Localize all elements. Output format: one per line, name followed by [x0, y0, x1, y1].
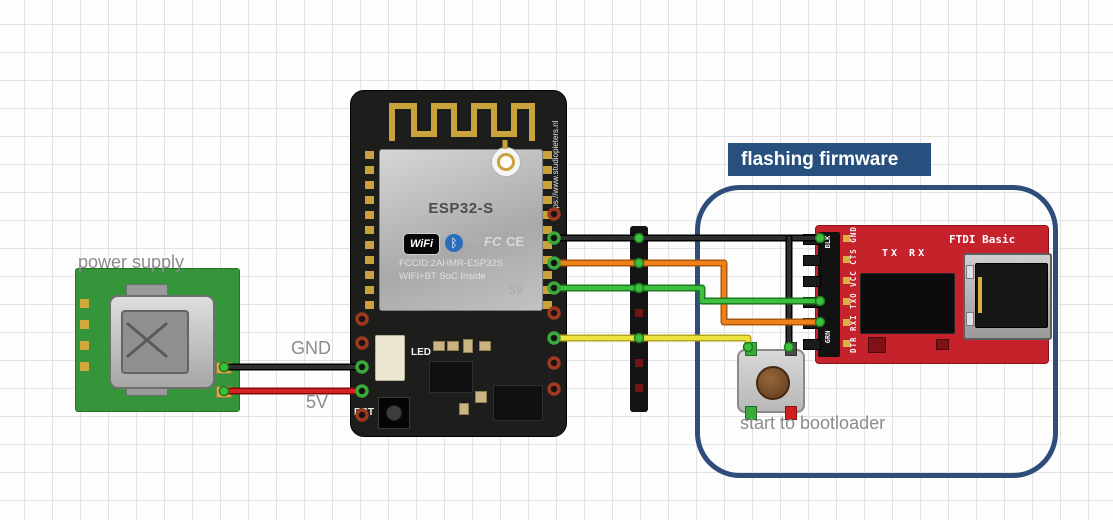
smd-component — [475, 391, 487, 403]
ftdi-usb-connector — [963, 253, 1052, 340]
ce-mark: CE — [506, 234, 525, 249]
reset-button-cap — [386, 405, 402, 421]
ftdi-gold-pad — [843, 319, 850, 326]
led-label: LED — [411, 347, 431, 358]
ftdi-gold-pad — [843, 256, 850, 263]
ftdi-pin — [803, 297, 821, 308]
camera-socket-component — [375, 335, 405, 381]
mini-usb-connector — [109, 295, 215, 389]
smd-component — [433, 341, 445, 351]
pin-label-5v-a: 5V — [468, 236, 482, 248]
ftdi-led — [868, 337, 886, 353]
power-supply-label: power supply — [78, 252, 185, 272]
solder-pad — [216, 386, 232, 398]
header-pin-hole — [635, 259, 643, 267]
button-leg — [785, 342, 797, 356]
button-leg-green — [745, 406, 757, 420]
ftdi-pin-labels: DTR RXI TXO VCC CTS GND — [849, 226, 858, 353]
power-supply-board — [75, 268, 240, 412]
fccid-line2: WIFI+BT SoC Inside — [399, 271, 486, 282]
flashing-firmware-frame — [695, 185, 1058, 478]
fcc-mark: FC — [484, 234, 502, 249]
module-castellations-left — [365, 151, 374, 309]
header-pin-hole — [635, 234, 643, 242]
solder-pad — [216, 362, 232, 374]
usb-contact — [978, 277, 982, 313]
smd-chip — [429, 361, 473, 393]
esp32-module-name: ESP32-S — [428, 200, 494, 217]
button-leg-green — [745, 342, 757, 356]
button-cap — [756, 366, 790, 400]
ftdi-led — [936, 339, 949, 350]
esp32-module-shield: ESP32-S — [379, 149, 543, 311]
module-castellations-right — [543, 151, 552, 309]
header-pin-hole — [635, 384, 643, 392]
smd-chip — [493, 385, 543, 421]
bootloader-push-button — [737, 342, 805, 420]
ftdi-usb-opening — [975, 263, 1048, 328]
antenna-connector — [491, 147, 521, 177]
ftdi-gold-pad — [843, 277, 850, 284]
5v-wire-label: 5V — [306, 392, 329, 412]
usb-notch — [966, 312, 974, 326]
start-to-bootloader-label: start to bootloader — [740, 413, 886, 433]
esp32-cam-board: ESP32-S https://www.studiopieters.nl WiF… — [350, 90, 567, 437]
reset-button — [378, 397, 410, 429]
ftdi-pin — [803, 234, 821, 245]
flashing-firmware-title: flashing firmware — [728, 143, 931, 176]
flashing-firmware-title-text: flashing firmware — [741, 149, 899, 170]
ftdi-gold-pad — [843, 340, 850, 347]
bluetooth-icon: ᛒ — [445, 234, 463, 252]
usb-notch — [966, 265, 974, 279]
fccid-line1: FCCID:2AHMR-ESP32S — [399, 258, 503, 269]
ftdi-pin — [803, 318, 821, 329]
smd-component — [447, 341, 459, 351]
button-leg-red — [785, 406, 797, 420]
header-pin-hole — [635, 309, 643, 317]
rst-label: RST — [354, 407, 374, 418]
ftdi-txrx-label: TX RX — [882, 248, 928, 259]
ftdi-board-title: FTDI Basic — [949, 233, 1016, 246]
header-pin-hole — [635, 359, 643, 367]
ftdi-pin — [803, 276, 821, 287]
pin-header-strip — [630, 226, 648, 412]
ftdi-pin — [803, 255, 821, 266]
ftdi-basic-board: DTR RXI TXO VCC CTS GND BLK GRN FTDI Bas… — [803, 225, 1052, 364]
smd-component — [463, 339, 473, 353]
ftdi-blk-label: BLK — [824, 235, 832, 249]
antenna-connector-ring — [497, 153, 515, 171]
pin-label-5v-b: 5V — [509, 283, 524, 297]
vendor-url-vertical: https://www.studiopieters.nl — [551, 120, 560, 218]
ftdi-gold-pad — [843, 235, 850, 242]
mini-usb-opening — [121, 310, 189, 374]
header-pin-hole — [635, 334, 643, 342]
ftdi-chip — [860, 273, 955, 334]
ftdi-pin — [803, 339, 821, 350]
gnd-wire-label: GND — [291, 338, 331, 358]
header-pin-hole — [635, 284, 643, 292]
wifi-logo: WiFi — [403, 233, 440, 255]
smd-component — [459, 403, 469, 415]
smd-component — [479, 341, 491, 351]
ftdi-gold-pad — [843, 298, 850, 305]
ftdi-grn-label: GRN — [824, 330, 832, 344]
power-board-pads — [80, 299, 89, 383]
